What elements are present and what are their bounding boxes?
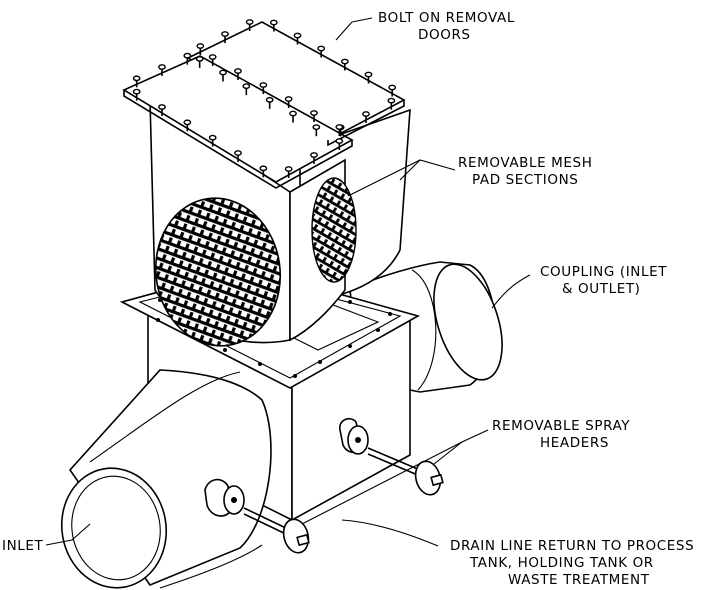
leader-drain	[341, 519, 439, 547]
callout-mesh-pads: REMOVABLE MESH PAD SECTIONS	[458, 155, 592, 188]
label-bolt-doors-2: DOORS	[418, 27, 471, 43]
label-spray-2: HEADERS	[540, 435, 609, 451]
bolt-head	[335, 138, 344, 144]
label-bolt-doors-1: BOLT ON REMOVAL	[378, 10, 515, 26]
bolt-head	[265, 96, 274, 103]
bolt-head	[183, 119, 192, 126]
callout-spray-headers: REMOVABLE SPRAY HEADERS	[492, 418, 630, 451]
mesh-pad-housing	[149, 59, 411, 347]
bolt-head	[219, 69, 227, 76]
spray-header-rear	[339, 418, 444, 496]
bolt-head	[340, 58, 349, 65]
callout-inlet: INLET	[2, 538, 44, 554]
callout-coupling: COUPLING (INLET & OUTLET)	[540, 264, 667, 297]
callout-drain-line: DRAIN LINE RETURN TO PROCESS TANK, HOLDI…	[450, 538, 694, 588]
label-spray-1: REMOVABLE SPRAY	[492, 418, 630, 434]
callout-bolt-doors: BOLT ON REMOVAL DOORS	[378, 10, 515, 43]
bolt-head	[284, 96, 293, 102]
bolt-on-doors	[122, 19, 406, 189]
bolt-head	[362, 111, 370, 117]
bolt-head	[208, 134, 217, 141]
bolt-head	[221, 31, 229, 37]
bolt-head	[335, 124, 344, 130]
bolt-head	[234, 68, 242, 74]
bolt-head	[158, 104, 166, 110]
label-inlet: INLET	[2, 538, 44, 554]
mesh-pad-front	[154, 197, 282, 347]
bolt-head	[132, 88, 141, 95]
bolt-head	[269, 19, 278, 26]
label-mesh-2: PAD SECTIONS	[472, 172, 578, 188]
bolt-head	[388, 84, 397, 91]
label-coupling-2: & OUTLET)	[562, 281, 641, 297]
label-drain-1: DRAIN LINE RETURN TO PROCESS	[450, 538, 694, 554]
leader-spray	[433, 429, 489, 465]
bolt-head	[234, 150, 242, 156]
bolt-head	[293, 32, 302, 39]
bolt-head	[259, 82, 268, 88]
bolt-head	[310, 110, 318, 116]
bolt-head	[132, 75, 141, 82]
bolt-head	[310, 152, 318, 158]
leader-coupling	[491, 274, 531, 309]
bolt-head	[259, 165, 268, 172]
label-drain-2: TANK, HOLDING TANK OR	[469, 555, 654, 571]
bolt-head	[317, 45, 326, 52]
label-drain-3: WASTE TREATMENT	[508, 572, 650, 588]
bolt-head	[158, 64, 166, 70]
inlet-cone	[60, 369, 272, 589]
bolt-head	[284, 166, 293, 172]
door-bolts	[132, 19, 397, 178]
bolt-head	[364, 71, 373, 78]
leader-lines	[45, 17, 531, 547]
bolt-head	[195, 55, 204, 62]
bolt-head	[208, 54, 217, 60]
leader-inlet	[45, 523, 91, 546]
bolt-head	[387, 97, 396, 104]
bolt-head	[242, 83, 251, 90]
leader-bolt-doors	[335, 21, 353, 41]
bolt-head	[312, 124, 321, 131]
bolt-head	[245, 19, 254, 25]
spray-header-front	[204, 478, 310, 554]
label-coupling-1: COUPLING (INLET	[540, 264, 667, 280]
bolt-head	[289, 110, 297, 117]
mesh-pad-rear	[311, 177, 357, 283]
label-mesh-1: REMOVABLE MESH	[458, 155, 592, 171]
bolt-head	[196, 43, 205, 49]
bolt-head	[183, 52, 192, 59]
